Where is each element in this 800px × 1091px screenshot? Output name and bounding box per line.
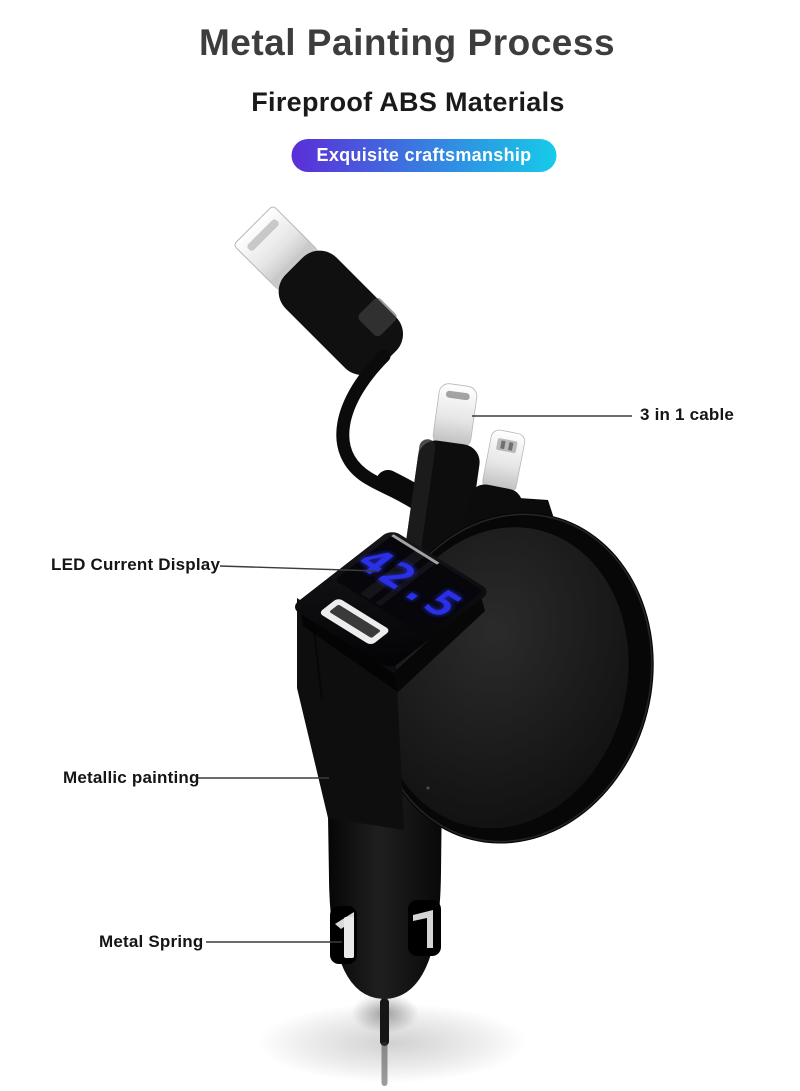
page-subtitle: Fireproof ABS Materials bbox=[251, 87, 565, 117]
callout-label: Metal Spring bbox=[99, 932, 204, 951]
callout-metal-spring: Metal Spring bbox=[99, 932, 203, 952]
callout-label: 3 in 1 cable bbox=[640, 405, 735, 424]
disc-dust-speck bbox=[426, 786, 430, 790]
usb-a-plug bbox=[234, 206, 404, 376]
metal-spring-right bbox=[408, 900, 441, 956]
callout-line-led-display bbox=[219, 565, 378, 572]
callout-3-in-1-cable: 3 in 1 cable bbox=[640, 405, 734, 425]
callout-label: LED Current Display bbox=[51, 555, 221, 574]
usb-port bbox=[320, 599, 389, 644]
callout-label: Metallic painting bbox=[63, 768, 200, 787]
craftsmanship-badge: Exquisite craftsmanship bbox=[291, 139, 557, 172]
callout-lines bbox=[198, 415, 632, 943]
ground-shadow bbox=[257, 993, 527, 1086]
led-screen bbox=[336, 534, 482, 635]
led-display-module: 42.5 42.5 bbox=[295, 532, 487, 667]
metal-spring-left bbox=[330, 906, 357, 964]
module-side-right bbox=[393, 593, 485, 692]
page-title: Metal Painting Process bbox=[198, 22, 616, 63]
callout-metallic-painting: Metallic painting bbox=[63, 768, 200, 788]
callout-led-current-display: LED Current Display bbox=[51, 555, 220, 575]
